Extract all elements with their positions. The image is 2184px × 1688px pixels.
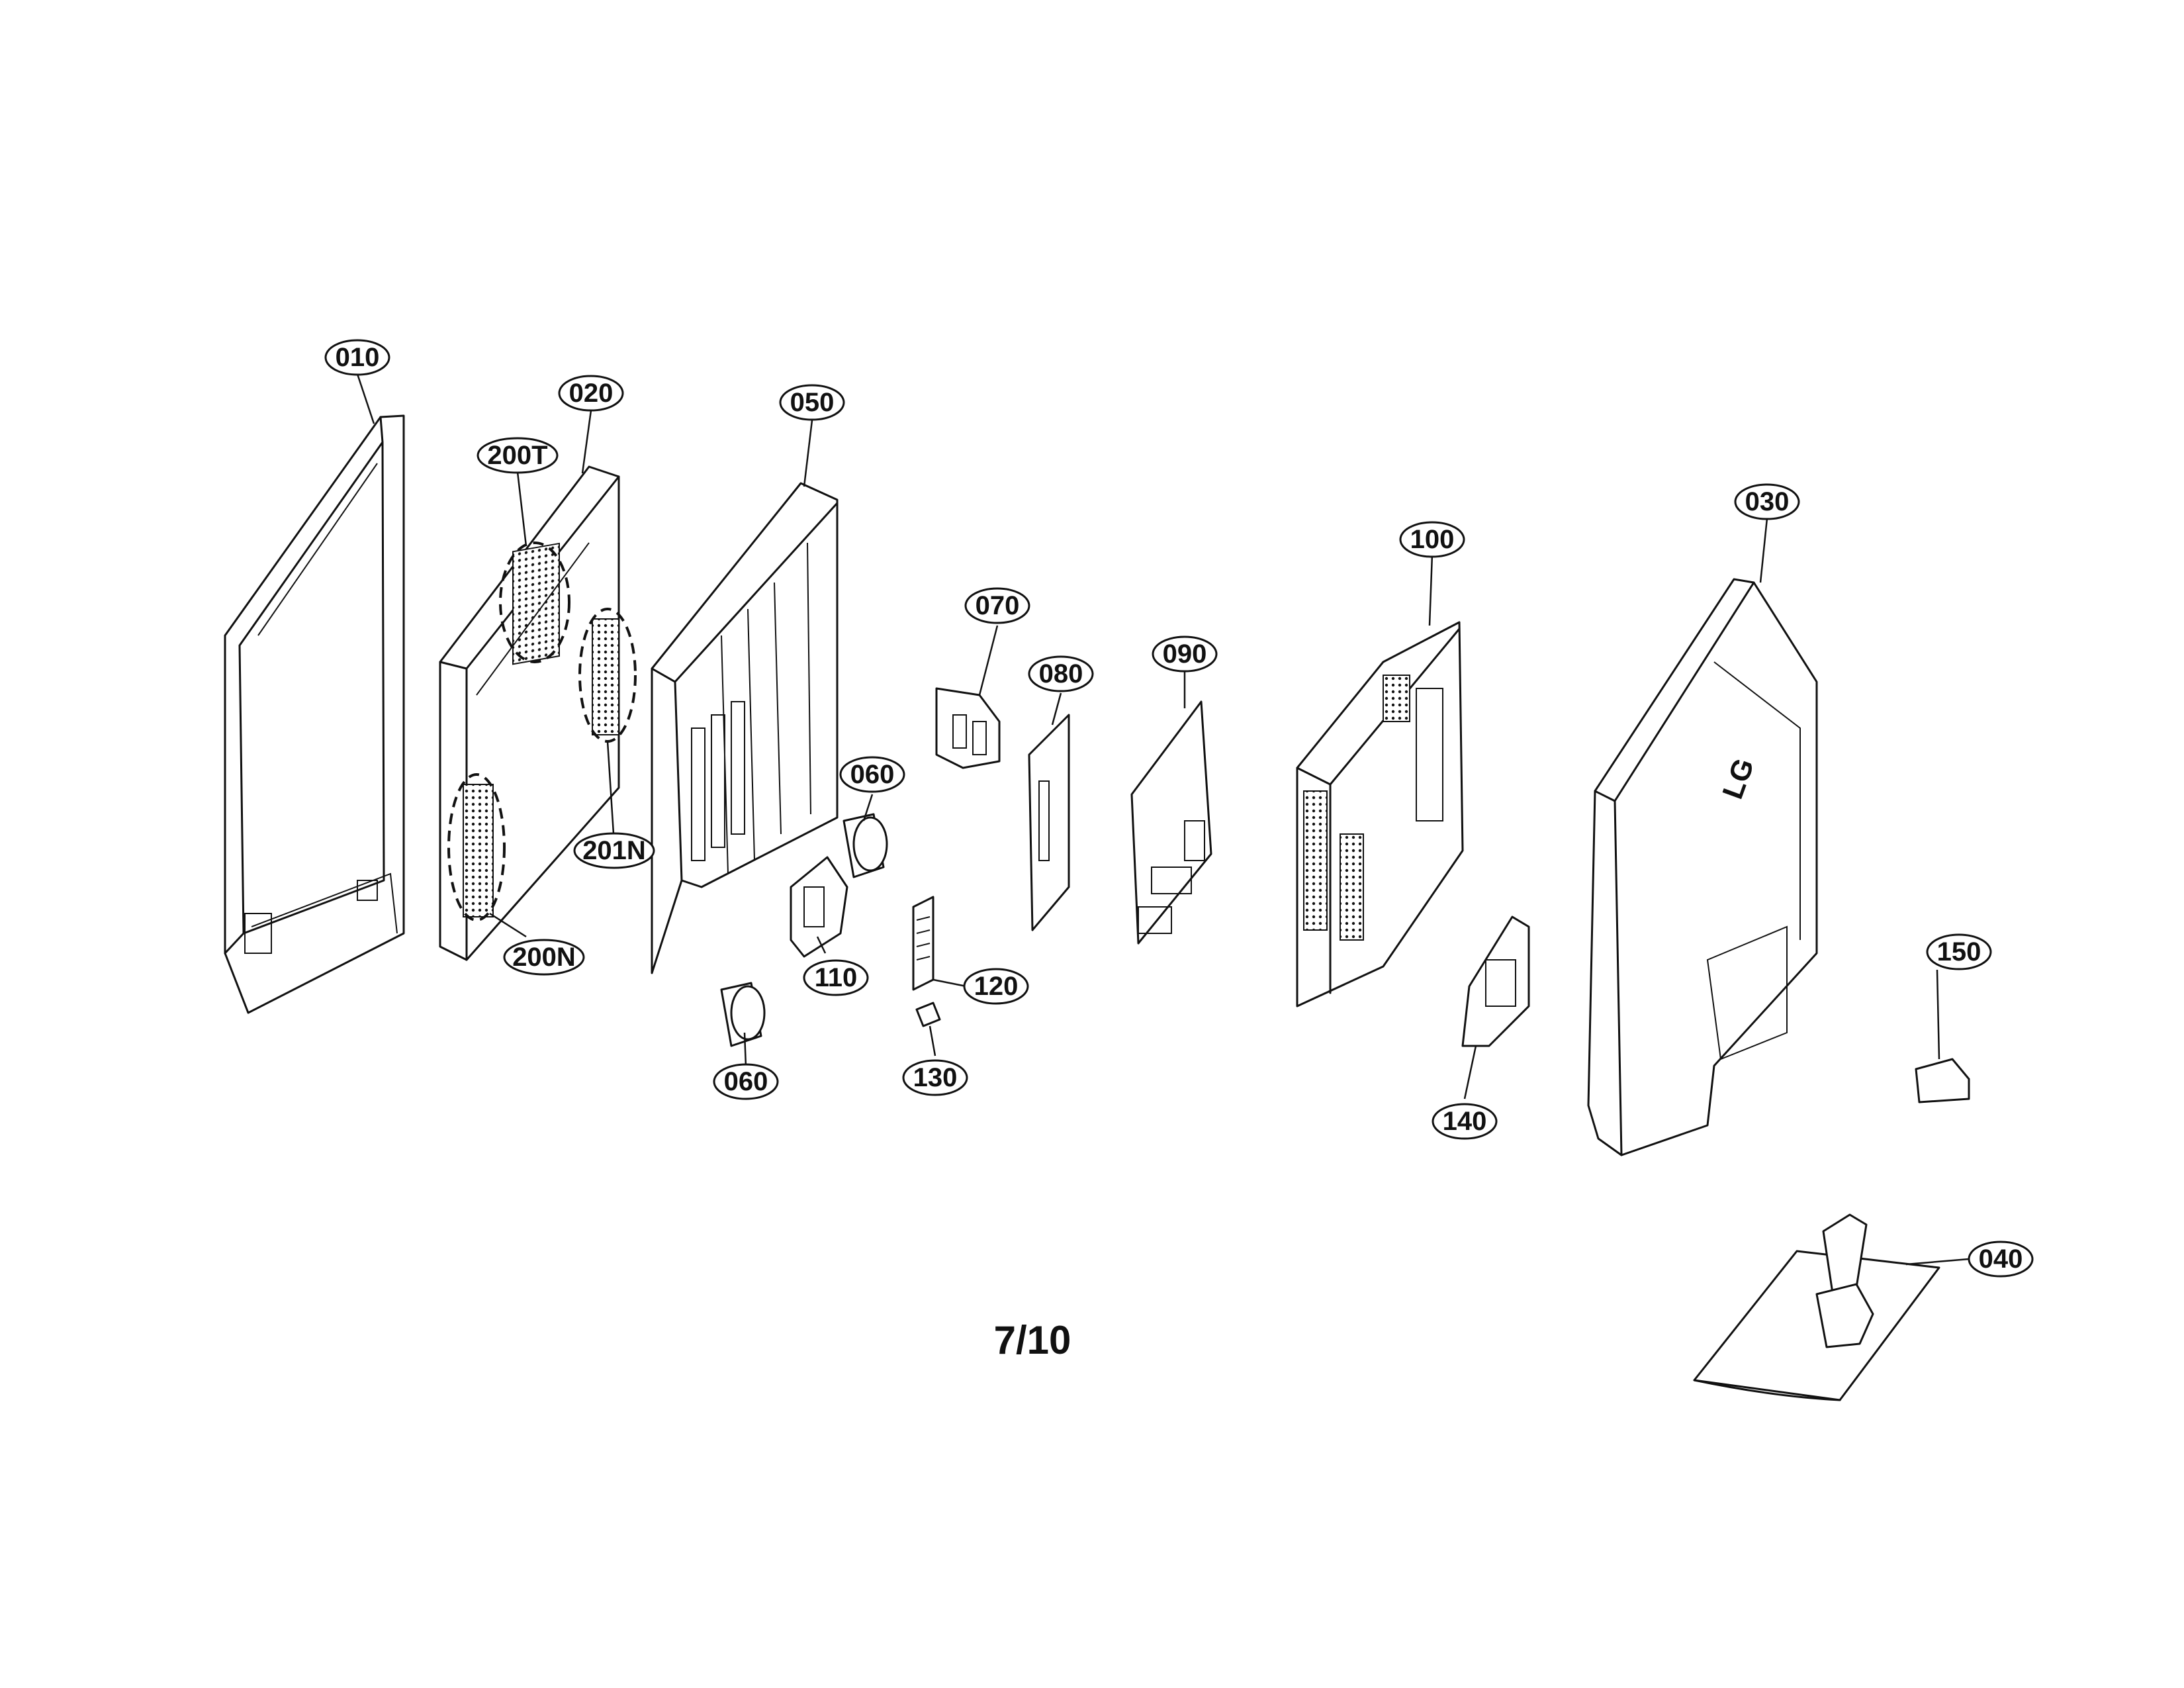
svg-text:100: 100: [1410, 525, 1455, 554]
callout-090: 090: [1152, 635, 1218, 673]
svg-text:150: 150: [1937, 937, 1981, 966]
callout-140: 140: [1432, 1103, 1498, 1140]
svg-text:030: 030: [1745, 487, 1790, 516]
part-040-stand: [1693, 1213, 1940, 1401]
part-130-button: [915, 1002, 941, 1027]
callout-200N: 200N: [503, 939, 585, 976]
svg-text:120: 120: [974, 972, 1019, 1001]
svg-text:200N: 200N: [512, 943, 576, 972]
part-020-lcd-module: [439, 465, 620, 961]
part-030-back-cover: LG: [1587, 578, 1818, 1156]
part-050-chassis: [651, 482, 839, 974]
part-110-bracket: [790, 856, 848, 958]
svg-text:090: 090: [1163, 639, 1207, 669]
part-100-shield: [1296, 621, 1464, 1008]
svg-text:020: 020: [569, 379, 614, 408]
callout-060-upper: 060: [839, 756, 905, 793]
part-080-board: [1028, 714, 1070, 931]
svg-text:200T: 200T: [487, 441, 547, 470]
callout-150: 150: [1926, 933, 1992, 970]
callout-100: 100: [1399, 521, 1465, 558]
page-number: 7/10: [994, 1318, 1071, 1362]
part-070-bracket: [935, 687, 1001, 769]
callout-040: 040: [1968, 1241, 2034, 1278]
callout-201N: 201N: [573, 832, 655, 869]
svg-text:140: 140: [1443, 1107, 1487, 1136]
callout-010: 010: [324, 339, 390, 376]
svg-text:060: 060: [724, 1067, 768, 1096]
svg-text:050: 050: [790, 388, 835, 417]
svg-text:010: 010: [336, 343, 380, 372]
callout-110: 110: [803, 959, 869, 996]
part-060-speaker-lower: [720, 982, 766, 1047]
callout-080: 080: [1028, 655, 1094, 692]
dashed-circle-200T: [499, 541, 570, 663]
part-010-front-bezel: [224, 414, 405, 1014]
svg-text:070: 070: [976, 591, 1020, 620]
part-120-key-pcb: [912, 896, 934, 991]
svg-text:080: 080: [1039, 659, 1083, 688]
callout-060-lower: 060: [713, 1063, 779, 1100]
svg-text:040: 040: [1979, 1244, 2023, 1274]
svg-text:060: 060: [850, 760, 895, 789]
callout-050: 050: [779, 384, 845, 421]
part-090-main-pcb: [1130, 700, 1212, 945]
part-060-speaker-upper: [842, 813, 888, 878]
svg-text:201N: 201N: [582, 836, 646, 865]
callout-020: 020: [558, 375, 624, 412]
part-150-cover: [1915, 1058, 1970, 1103]
svg-text:130: 130: [913, 1063, 958, 1092]
callout-030: 030: [1734, 483, 1800, 520]
part-140-stand-bracket: [1461, 915, 1530, 1047]
dashed-circle-200N: [447, 773, 506, 921]
svg-text:110: 110: [815, 963, 858, 992]
callout-130: 130: [902, 1059, 968, 1096]
callout-200T: 200T: [477, 437, 559, 474]
callout-120: 120: [963, 968, 1029, 1005]
leader-lines: [356, 373, 1970, 1266]
callout-070: 070: [964, 587, 1030, 624]
